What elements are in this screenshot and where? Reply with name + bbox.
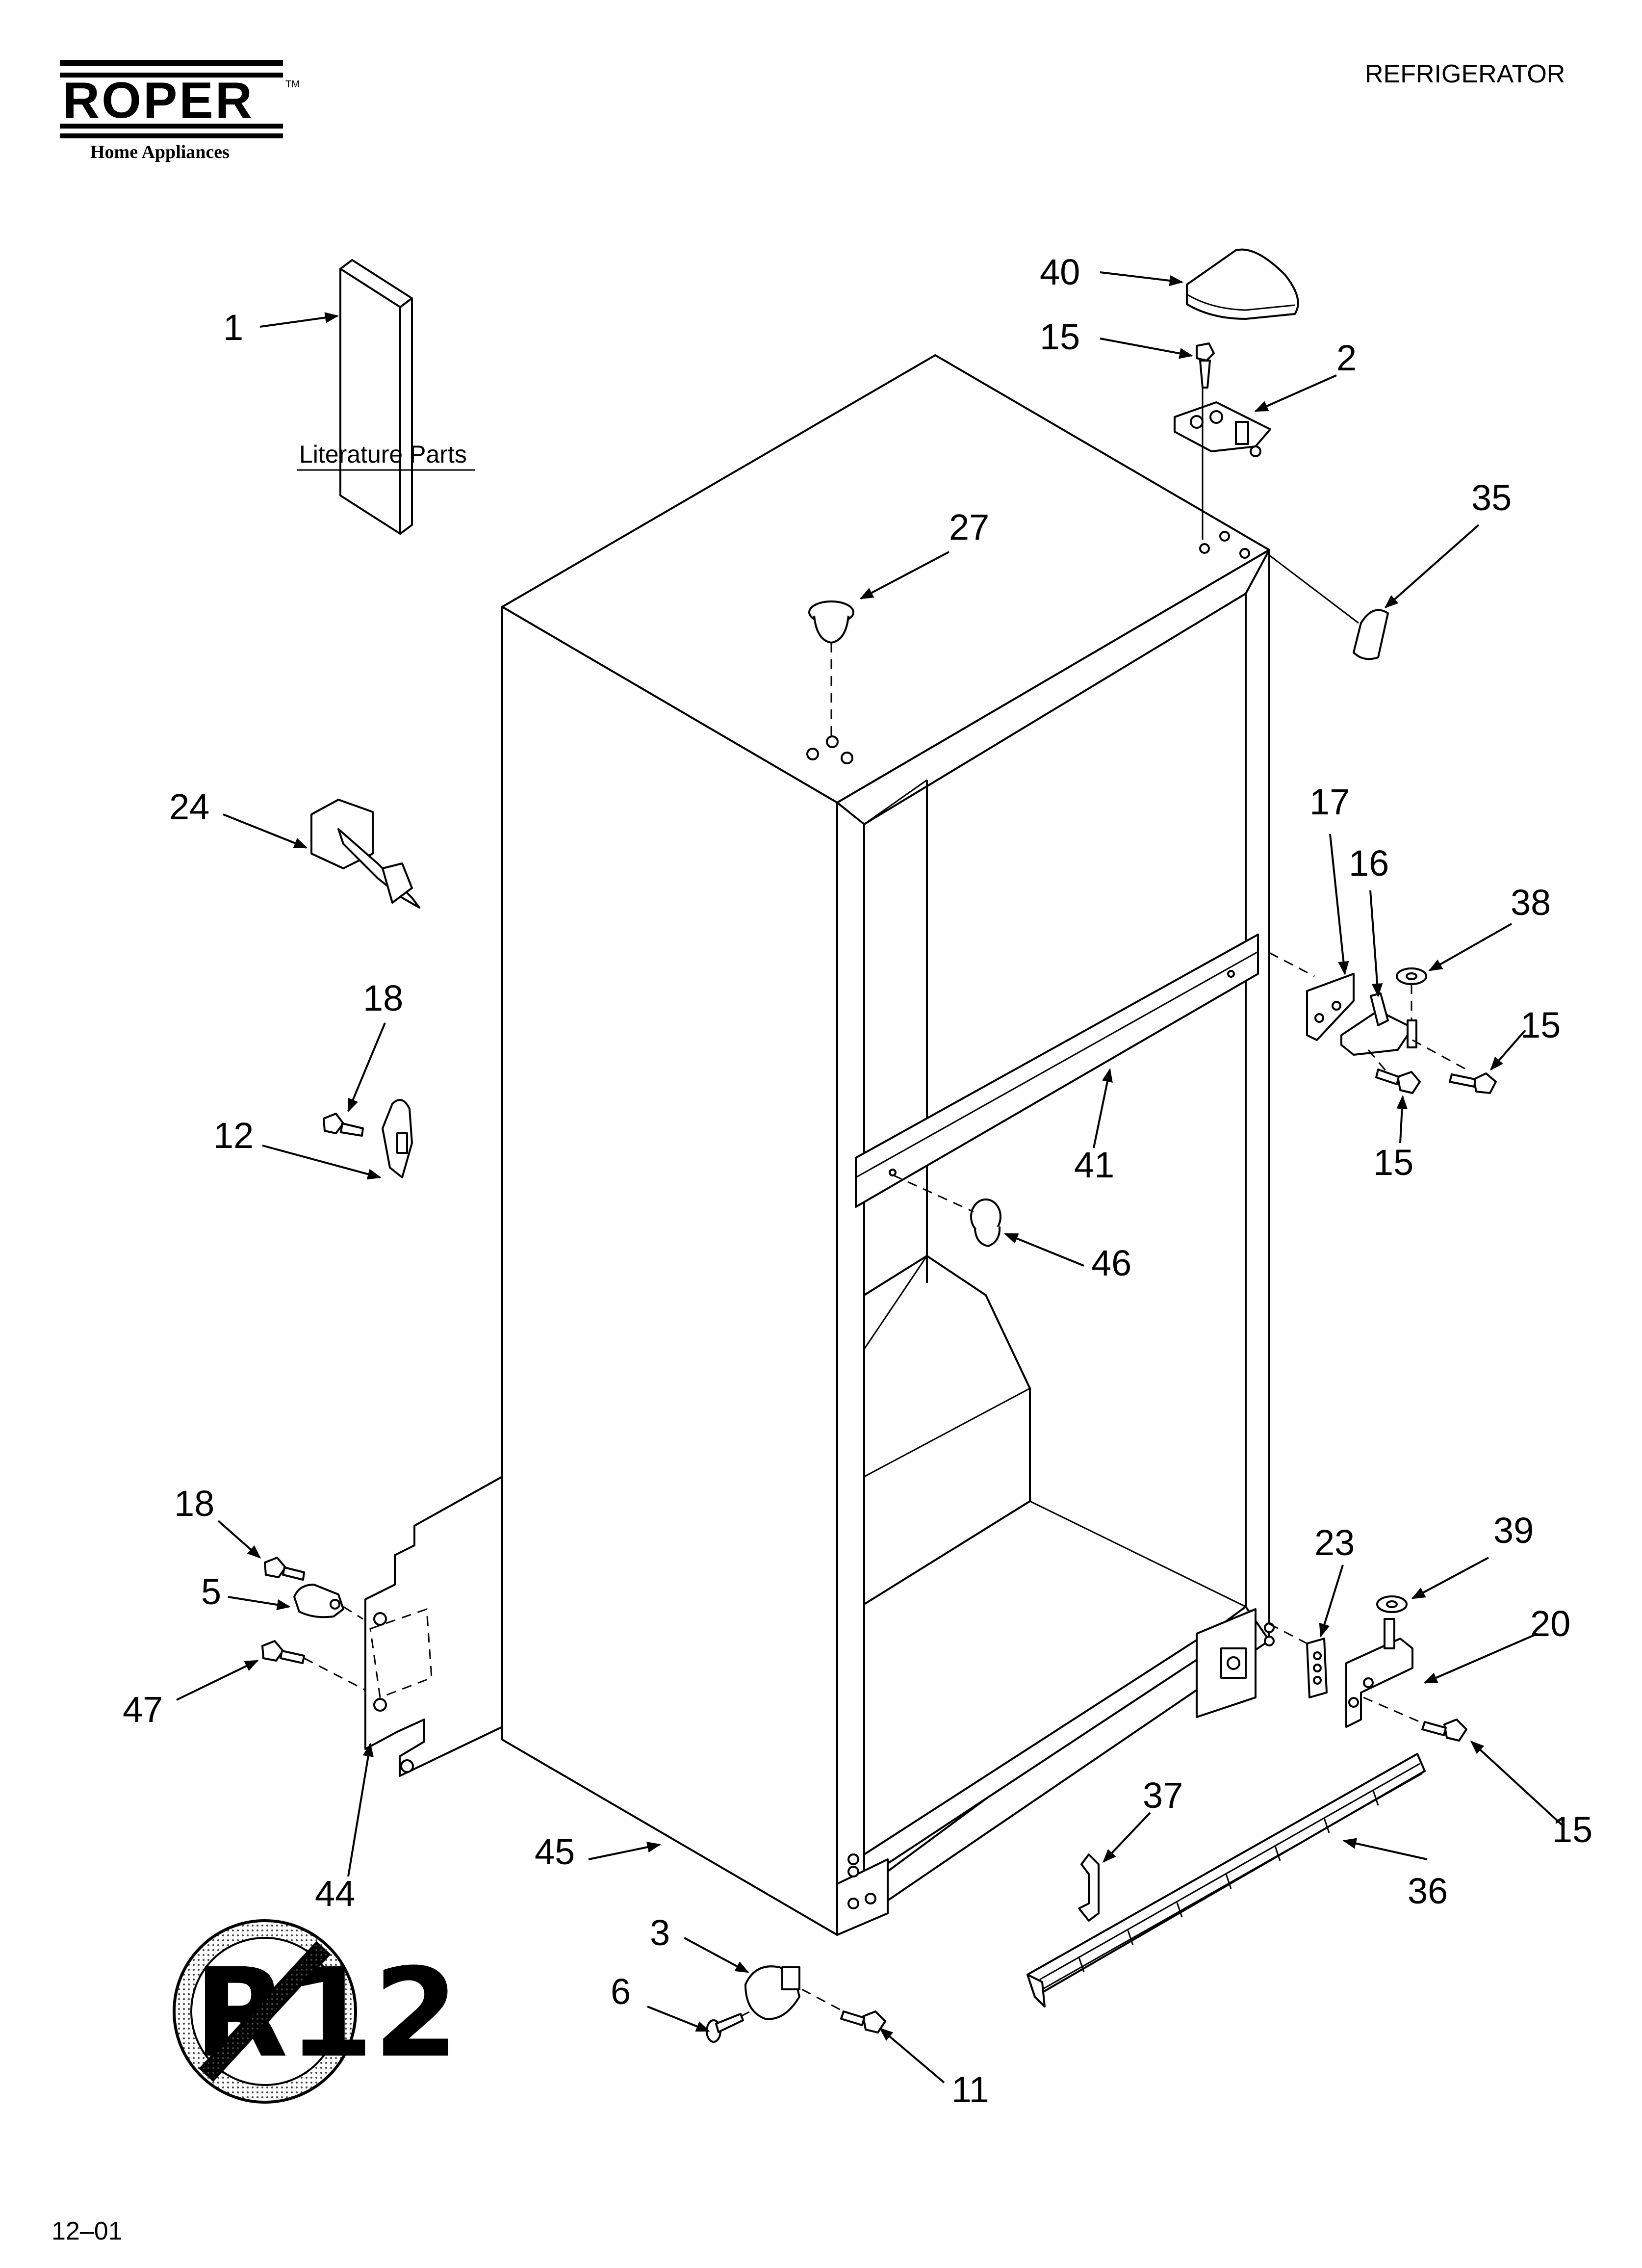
top-hinge-screw (1196, 342, 1215, 389)
callout-44: 44 (315, 1873, 355, 1914)
leveler-screw (706, 2013, 744, 2043)
logo-brand: ROPER (63, 72, 254, 129)
callout-labels: 1 40 15 2 35 27 24 18 12 17 16 38 15 15 … (123, 252, 1592, 2110)
top-plug (808, 600, 854, 644)
roller-bracket (744, 1965, 800, 2020)
callout-15-top: 15 (1040, 316, 1080, 357)
callout-15-middle: 15 (1373, 1142, 1413, 1183)
screw-11 (840, 2010, 886, 2033)
callout-15-middle-right: 15 (1520, 1005, 1561, 1045)
revision-code: 12–01 (51, 2217, 123, 2245)
callout-1: 1 (223, 307, 243, 348)
bottom-left-bracket (836, 1858, 889, 1936)
divider-rail (855, 934, 1259, 1208)
callout-45: 45 (535, 1831, 575, 1872)
screw-15-middle-lower (1375, 1069, 1421, 1094)
logo-bottom-bar-2 (60, 133, 283, 138)
screw-18-lower (264, 1557, 305, 1581)
callout-12: 12 (213, 1115, 254, 1156)
clamp-5 (293, 1584, 344, 1618)
hinge-cover (1186, 248, 1299, 320)
callout-18-upper: 18 (363, 978, 403, 1018)
refrigerator-cabinet (501, 354, 1275, 1936)
callout-11: 11 (951, 2069, 989, 2110)
callout-2: 2 (1336, 338, 1357, 378)
side-panel-shape (364, 1476, 503, 1777)
callout-46: 46 (1091, 1243, 1131, 1283)
logo-top-bar-2 (60, 73, 283, 78)
callout-15-lower: 15 (1552, 1809, 1592, 1850)
logo-top-bar (60, 60, 283, 66)
callout-47: 47 (123, 1689, 163, 1730)
callout-17: 17 (1309, 782, 1350, 822)
middle-hinge-shim (1306, 973, 1355, 1041)
literature-part (339, 259, 413, 535)
callout-41: 41 (1074, 1145, 1114, 1185)
callout-5: 5 (201, 1571, 221, 1612)
clip-12 (382, 1099, 413, 1178)
no-r12-badge: R12 (173, 1919, 459, 2104)
middle-hinge (1340, 992, 1417, 1056)
lower-hinge (1345, 1618, 1413, 1728)
shelf-support (310, 799, 420, 909)
badge-text: R12 (194, 1942, 459, 2085)
screw-15-middle-right (1449, 1072, 1497, 1094)
screw-15-lower (1421, 1719, 1467, 1742)
top-hinge (1174, 401, 1271, 457)
washer-38 (1396, 967, 1427, 985)
callout-24: 24 (169, 786, 209, 827)
callout-20: 20 (1530, 1603, 1570, 1644)
logo-trademark: TM (285, 79, 300, 90)
literature-caption: Literature Parts (299, 441, 467, 468)
screw-47 (261, 1640, 305, 1664)
callout-27: 27 (949, 507, 989, 547)
roper-logo: ROPER TM Home Appliances (60, 60, 300, 162)
hinge-cap-35 (1266, 552, 1389, 660)
washer-39 (1376, 1595, 1408, 1613)
logo-bottom-bar (60, 124, 283, 129)
base-grille (1026, 1753, 1426, 2007)
callout-3: 3 (650, 1912, 670, 1953)
lower-hinge-shim (1306, 1638, 1328, 1698)
leader-lines (176, 271, 1563, 2084)
callout-16: 16 (1349, 843, 1389, 884)
screw-18-upper (323, 1113, 364, 1137)
callout-39: 39 (1493, 1510, 1534, 1551)
callout-40: 40 (1040, 252, 1080, 292)
callout-35: 35 (1471, 477, 1512, 518)
callout-6: 6 (611, 1971, 631, 2012)
product-title: REFRIGERATOR (1365, 60, 1565, 88)
callout-37: 37 (1143, 1775, 1183, 1816)
grille-clip (1078, 1853, 1100, 1922)
callout-36: 36 (1408, 1871, 1448, 1911)
side-panel (364, 1476, 503, 1777)
rail-plug (970, 1199, 1001, 1247)
middle-hinge-axis (1269, 952, 1315, 977)
callout-23: 23 (1314, 1522, 1355, 1563)
logo-subtitle: Home Appliances (90, 142, 230, 162)
callout-38: 38 (1511, 882, 1551, 923)
cabinet-side (501, 606, 838, 1936)
callout-18-lower: 18 (174, 1483, 214, 1524)
